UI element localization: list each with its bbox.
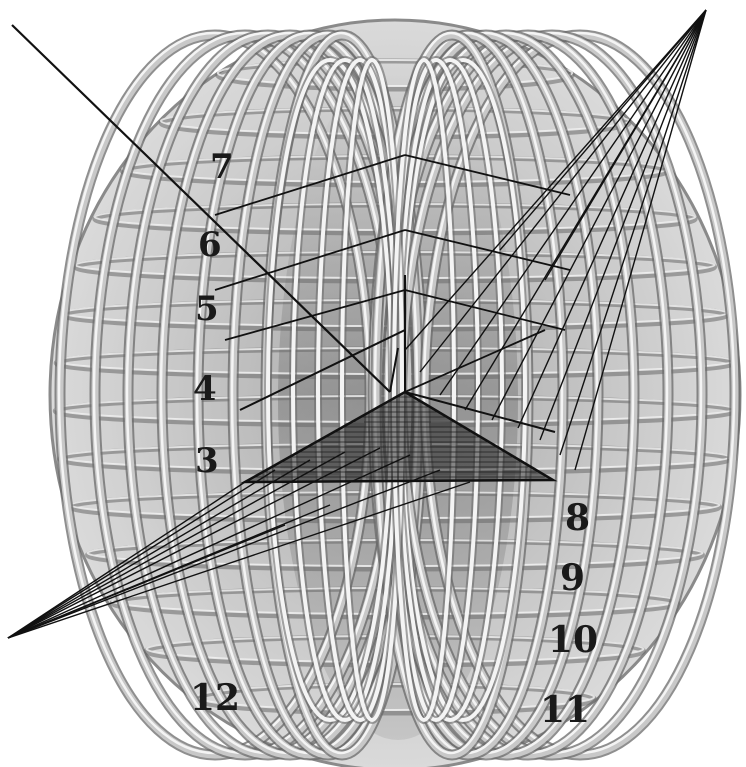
label-3: 3 [195,441,219,481]
label-5: 5 [195,289,219,329]
label-7: 7 [210,147,234,187]
label-9: 9 [560,557,585,599]
label-6: 6 [198,225,222,265]
label-11: 11 [540,689,590,731]
label-4: 4 [193,369,217,409]
label-8: 8 [565,497,590,539]
label-12: 12 [190,677,240,719]
label-10: 10 [548,619,598,661]
